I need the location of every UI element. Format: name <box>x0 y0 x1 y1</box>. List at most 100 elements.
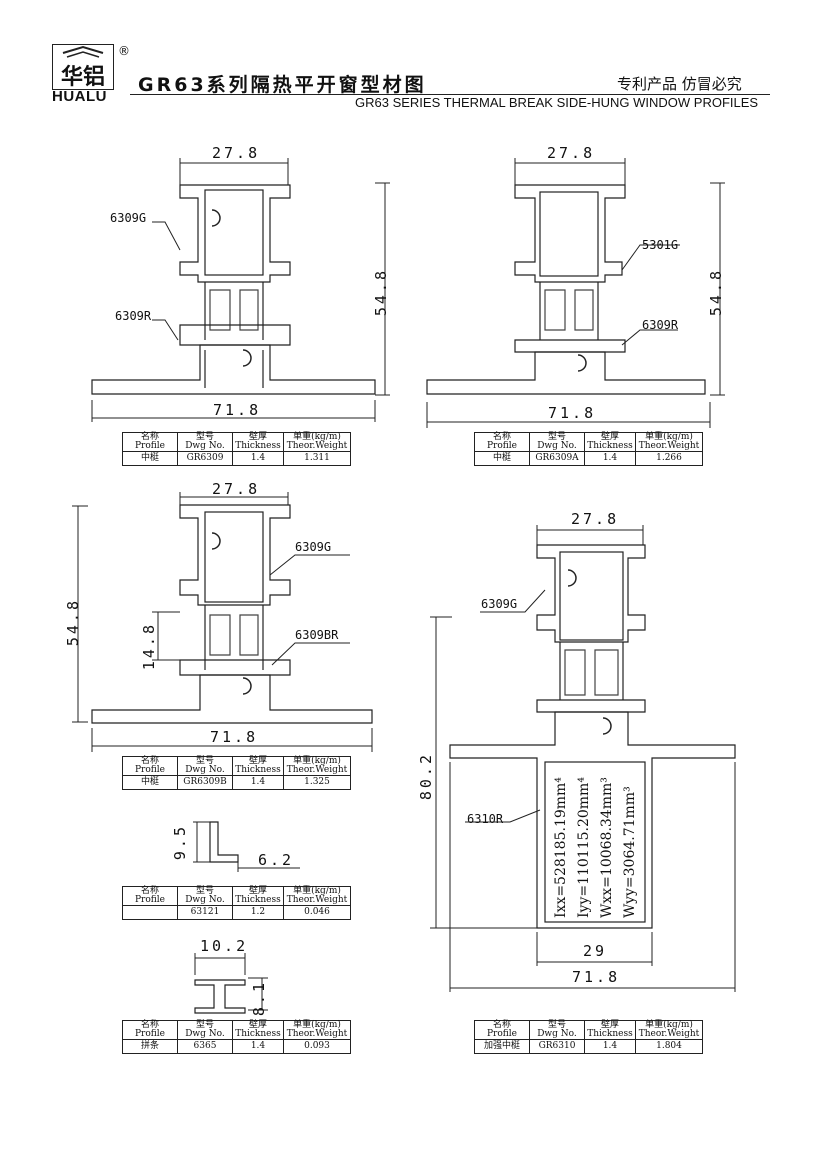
moment-iyy: Iyy=110115.20mm⁴ <box>576 777 592 918</box>
dim-width-bottom: 71.8 <box>210 728 259 746</box>
col-header: Dwg No. <box>185 765 225 775</box>
cell-weight: 1.804 <box>635 1039 703 1054</box>
col-header: 名称 <box>492 1020 511 1030</box>
profile-gr6309b-drawing <box>91 504 373 724</box>
dim-height: 9.5 <box>171 824 189 861</box>
cell-weight: 0.046 <box>283 905 351 920</box>
part-label: 6309BR <box>295 628 339 642</box>
col-header: Profile <box>135 895 165 905</box>
dim-height: 54.8 <box>707 268 725 317</box>
col-header: Dwg No. <box>185 1029 225 1039</box>
col-header: 型号 <box>547 432 566 442</box>
col-header: 型号 <box>547 1020 566 1030</box>
logo-cn-text: 华铝 <box>61 65 106 90</box>
col-header: Theor.Weight <box>638 1029 700 1039</box>
cell-thickness: 1.4 <box>584 451 636 466</box>
col-header: 型号 <box>195 756 214 766</box>
col-header: 型号 <box>195 886 214 896</box>
moment-wyy: Wyy=3064.71mm³ <box>622 786 638 918</box>
dim-width-top: 27.8 <box>212 144 261 162</box>
col-header: 单重(kg/m) <box>293 1020 341 1030</box>
part-label: 5301G <box>642 238 679 252</box>
cell-weight: 1.325 <box>283 775 351 790</box>
logo-en-text: HUALU <box>52 88 107 105</box>
col-header: Thickness <box>235 1029 281 1039</box>
cell-thickness: 1.2 <box>232 905 284 920</box>
col-header: Profile <box>135 765 165 775</box>
cell-dwg: GR6309A <box>529 451 585 466</box>
col-header: Dwg No. <box>537 1029 577 1039</box>
col-header: Profile <box>487 1029 517 1039</box>
brand-logo: 华铝 <box>52 44 114 90</box>
col-header: Dwg No. <box>185 441 225 451</box>
cell-dwg: GR6309 <box>177 451 233 466</box>
profile-gr6309-drawing <box>91 184 376 395</box>
dim-height: 80.2 <box>417 752 435 801</box>
col-header: 型号 <box>195 1020 214 1030</box>
cell-weight: 1.311 <box>283 451 351 466</box>
col-header: 型号 <box>195 432 214 442</box>
dim-width-bottom: 71.8 <box>572 968 621 986</box>
cell-profile: 中梃 <box>122 451 178 466</box>
part-label: 6309R <box>115 309 152 323</box>
part-label: 6309G <box>295 540 332 554</box>
col-header: 单重(kg/m) <box>293 886 341 896</box>
dim-width-bottom: 71.8 <box>213 401 262 419</box>
table-row: 63121 1.2 0.046 <box>122 905 351 920</box>
col-header: Theor.Weight <box>286 441 348 451</box>
dim-width-top: 27.8 <box>571 510 620 528</box>
col-header: Thickness <box>235 765 281 775</box>
col-header: 名称 <box>140 886 159 896</box>
col-header: 壁厚 <box>248 886 267 896</box>
header-divider <box>130 94 770 95</box>
col-header: Thickness <box>235 895 281 905</box>
dim-width: 6.2 <box>258 851 295 869</box>
table-row: 中梃 GR6309A 1.4 1.266 <box>474 451 703 466</box>
profile-63121-drawing <box>193 821 300 872</box>
dim-inner: 14.8 <box>140 622 158 671</box>
col-header: 单重(kg/m) <box>293 756 341 766</box>
cell-dwg: 6365 <box>177 1039 233 1054</box>
cell-weight: 0.093 <box>283 1039 351 1054</box>
table-row: 加强中梃 GR6310 1.4 1.804 <box>474 1039 703 1054</box>
col-header: 单重(kg/m) <box>645 432 693 442</box>
part-label: 6309G <box>481 597 518 611</box>
cell-thickness: 1.4 <box>232 775 284 790</box>
col-header: 壁厚 <box>600 1020 619 1030</box>
cell-profile: 拼条 <box>122 1039 178 1054</box>
col-header: 名称 <box>140 1020 159 1030</box>
cell-dwg: GR6310 <box>529 1039 585 1054</box>
col-header: Profile <box>135 1029 165 1039</box>
col-header: Theor.Weight <box>286 895 348 905</box>
col-header: 壁厚 <box>248 1020 267 1030</box>
col-header: Theor.Weight <box>286 1029 348 1039</box>
page-title-en: GR63 SERIES THERMAL BREAK SIDE-HUNG WIND… <box>355 95 759 110</box>
cell-dwg: 63121 <box>177 905 233 920</box>
page-title-cn: GR63系列隔热平开窗型材图 <box>138 74 427 96</box>
dim-height: 54.8 <box>64 598 82 647</box>
col-header: Profile <box>135 441 165 451</box>
profile-gr6309a-drawing <box>426 184 706 395</box>
col-header: 名称 <box>492 432 511 442</box>
col-header: Thickness <box>235 441 281 451</box>
dim-width: 10.2 <box>200 937 249 955</box>
col-header: 壁厚 <box>248 432 267 442</box>
moment-ixx: Ixx=528185.19mm⁴ <box>553 777 569 918</box>
profile-gr6310-drawing <box>449 544 736 929</box>
cell-dwg: GR6309B <box>177 775 233 790</box>
col-header: 单重(kg/m) <box>293 432 341 442</box>
dim-height: 54.8 <box>372 268 390 317</box>
profile-6365-drawing <box>194 953 268 1014</box>
col-header: Dwg No. <box>537 441 577 451</box>
cell-thickness: 1.4 <box>232 1039 284 1054</box>
col-header: 壁厚 <box>600 432 619 442</box>
cell-thickness: 1.4 <box>232 451 284 466</box>
logo-mark-icon <box>62 45 104 58</box>
dim-width-top: 27.8 <box>547 144 596 162</box>
cell-weight: 1.266 <box>635 451 703 466</box>
cell-profile: 中梃 <box>122 775 178 790</box>
